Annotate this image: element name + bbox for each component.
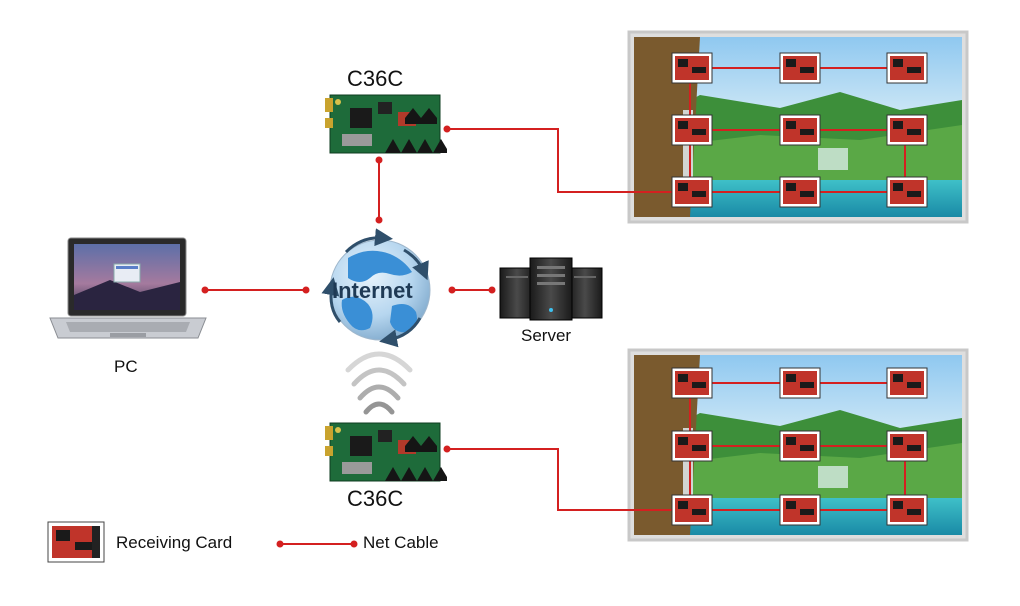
legend-receiving-card-icon (47, 521, 105, 563)
receiving-card-icon (779, 494, 821, 526)
receiving-card-icon (671, 367, 713, 399)
receiving-card-icon (886, 494, 928, 526)
cable-top-controller-to-screen (447, 128, 672, 193)
receiving-card-icon (886, 52, 928, 84)
controller-bottom-label: C36C (347, 486, 404, 511)
server-label: Server (521, 326, 572, 345)
receiving-card-icon (779, 52, 821, 84)
internet-globe-icon (321, 228, 431, 348)
receiving-card-icon (779, 114, 821, 146)
controller-top-label: C36C (347, 66, 404, 91)
receiving-card-icon (779, 176, 821, 208)
legend-net-cable-icon (276, 540, 358, 548)
wifi-signal-icon (345, 351, 413, 415)
cable-bottom-controller-to-screen (447, 448, 672, 511)
receiving-card-icon (671, 494, 713, 526)
controller-board-top-icon (325, 94, 447, 154)
receiving-card-icon (671, 52, 713, 84)
receiving-card-icon (671, 114, 713, 146)
receiving-card-icon (886, 430, 928, 462)
controller-board-bottom-icon (325, 422, 447, 482)
receiving-card-icon (886, 367, 928, 399)
receiving-card-icon (671, 430, 713, 462)
laptop-icon (49, 237, 207, 339)
receiving-card-icon (779, 367, 821, 399)
pc-label: PC (114, 357, 138, 376)
server-icon (499, 257, 603, 321)
receiving-card-icon (671, 176, 713, 208)
receiving-card-icon (779, 430, 821, 462)
receiving-card-icon (886, 114, 928, 146)
receiving-cards-bottom (671, 367, 928, 526)
receiving-card-icon (886, 176, 928, 208)
legend-receiving-card-label: Receiving Card (116, 533, 233, 552)
legend-net-cable-label: Net Cable (363, 533, 439, 552)
internet-label: Internet (332, 278, 413, 303)
receiving-cards-top (671, 52, 928, 208)
